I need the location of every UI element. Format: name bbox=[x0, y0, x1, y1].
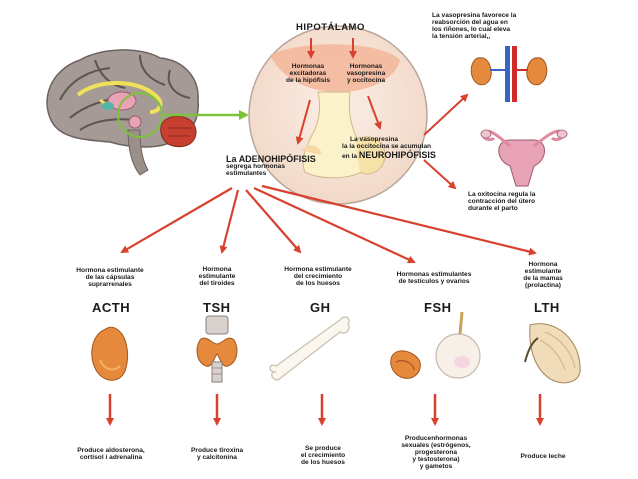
adeno-label: La ADENOHIPÓFISIS segrega hormonas estim… bbox=[226, 154, 316, 178]
acth-code: ACTH bbox=[92, 300, 131, 315]
lth-effect: Produce leche bbox=[520, 453, 566, 460]
bone-illustration bbox=[269, 316, 350, 381]
acth-effect: Produce aldosterona,cortisol i adrenalin… bbox=[77, 447, 145, 461]
brain-illustration bbox=[46, 49, 199, 176]
adrenal-gland-illustration bbox=[91, 326, 129, 381]
hypothalamus-label: HIPOTÁLAMO bbox=[296, 22, 365, 33]
testis-ovary-illustration bbox=[390, 311, 481, 379]
mammary-gland-illustration bbox=[524, 323, 581, 384]
neuro-note: La vasopresina la la occitocina se acumu… bbox=[342, 136, 436, 160]
uterus-illustration bbox=[480, 129, 568, 187]
thyroid-illustration bbox=[196, 315, 238, 383]
kidneys-illustration bbox=[470, 46, 548, 102]
gh-code: GH bbox=[310, 300, 331, 315]
pituitary-magnified bbox=[248, 25, 428, 205]
lth-code: LTH bbox=[534, 300, 560, 315]
neurohypophysis-label: NEUROHIPÓFISIS bbox=[358, 149, 436, 160]
tsh-code: TSH bbox=[203, 300, 231, 315]
fsh-code: FSH bbox=[424, 300, 452, 315]
adenohypophysis-label: ADENOHIPÓFISIS bbox=[238, 154, 316, 164]
